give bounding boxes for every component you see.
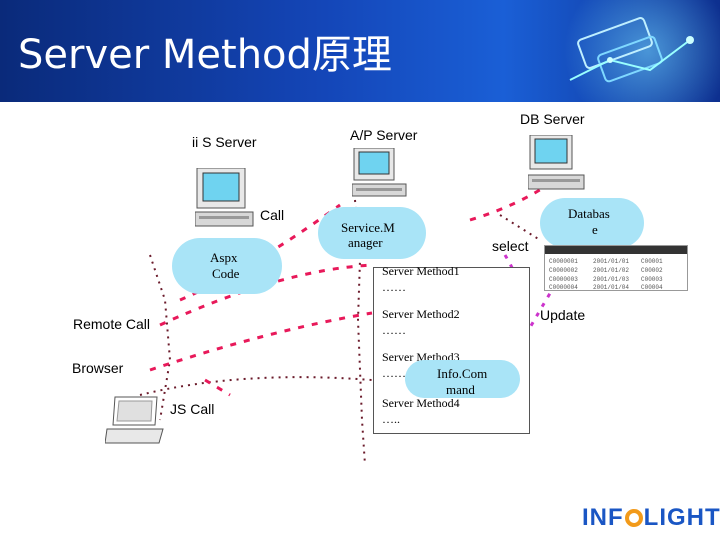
aspx-code-blob bbox=[172, 238, 282, 294]
svg-text:C0000002: C0000002 bbox=[549, 267, 578, 274]
server-method-2: Server Method2 bbox=[382, 307, 460, 321]
logo-suffix: LIGHT bbox=[643, 504, 720, 531]
svg-text:C00002: C00002 bbox=[641, 267, 663, 274]
server-methods-box bbox=[373, 267, 530, 434]
svg-text:2001/01/02: 2001/01/02 bbox=[593, 267, 629, 274]
svg-text:2001/01/04: 2001/01/04 bbox=[593, 284, 629, 290]
logo-o-icon bbox=[624, 509, 643, 527]
service-manager-blob bbox=[318, 207, 426, 259]
server-method-2-dots: …… bbox=[382, 323, 406, 337]
browser-label: Browser bbox=[72, 360, 124, 376]
svg-text:C0000004: C0000004 bbox=[549, 284, 578, 290]
svg-text:C00003: C00003 bbox=[641, 276, 663, 283]
database-line-2: e bbox=[592, 222, 598, 237]
db-server-label: DB Server bbox=[520, 111, 585, 127]
update-label: Update bbox=[540, 307, 586, 323]
server-method-1: Server Method1 bbox=[382, 264, 460, 278]
svg-text:C0000003: C0000003 bbox=[549, 276, 578, 283]
server-method-3-dots: …… bbox=[382, 366, 406, 380]
server-method-4-dots: ….. bbox=[382, 412, 400, 426]
infolight-logo: INF LIGHT bbox=[582, 504, 720, 532]
svg-text:2001/01/01: 2001/01/01 bbox=[593, 258, 629, 265]
page-title: Server Method原理 bbox=[18, 32, 392, 78]
database-line-1: Databas bbox=[568, 206, 610, 221]
svg-text:C0000001: C0000001 bbox=[549, 258, 578, 265]
aspx-line-2: Code bbox=[212, 266, 240, 281]
iis-server-computer-icon bbox=[195, 168, 254, 227]
server-method-4: Server Method4 bbox=[382, 396, 460, 410]
info-command-line-1: Info.Com bbox=[437, 366, 488, 381]
select-label: select bbox=[492, 238, 529, 254]
service-manager-line-2: anager bbox=[348, 235, 383, 250]
tech-decoration-icon bbox=[569, 17, 694, 83]
svg-text:C00004: C00004 bbox=[641, 284, 663, 290]
call-label: Call bbox=[260, 207, 285, 223]
js-call-label: JS Call bbox=[170, 401, 215, 417]
service-manager-line-1: Service.M bbox=[341, 220, 395, 235]
header-graphic bbox=[540, 0, 720, 102]
ap-server-label: A/P Server bbox=[350, 127, 418, 143]
iis-server-label: ii S Server bbox=[192, 134, 257, 150]
svg-text:2001/01/03: 2001/01/03 bbox=[593, 276, 629, 283]
aspx-line-1: Aspx bbox=[210, 250, 238, 265]
database-blob bbox=[540, 198, 644, 248]
server-method-1-dots: …… bbox=[382, 280, 406, 294]
browser-laptop-icon bbox=[105, 396, 164, 444]
ap-server-computer-icon bbox=[352, 148, 407, 197]
logo-prefix: INF bbox=[582, 504, 624, 531]
db-server-computer-icon bbox=[528, 135, 585, 190]
svg-text:C00001: C00001 bbox=[641, 258, 663, 265]
info-command-blob bbox=[405, 360, 520, 398]
remote-call-label: Remote Call bbox=[73, 316, 151, 332]
info-command-line-2: mand bbox=[446, 382, 475, 397]
header-banner: Server Method原理 bbox=[0, 0, 720, 102]
database-table: C0000001 2001/01/01 C00001 C0000002 2001/01… bbox=[544, 245, 688, 291]
